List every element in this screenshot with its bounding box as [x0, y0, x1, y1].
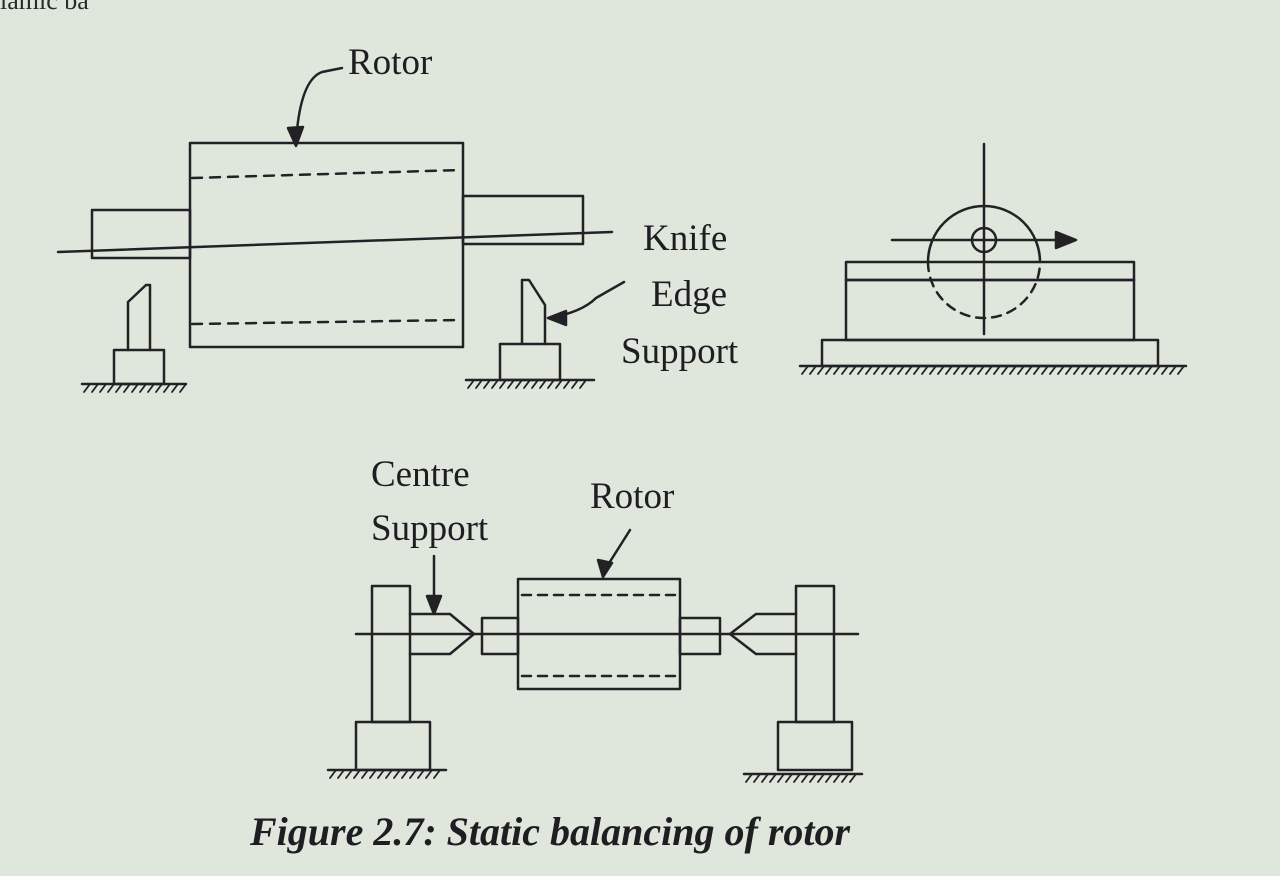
- shaft-axis-line: [56, 230, 614, 254]
- left-ground-hatch: [83, 383, 187, 393]
- left-journal-small: [480, 616, 520, 656]
- right-column-base: [776, 720, 854, 772]
- left-column: [370, 584, 412, 724]
- right-journal-small: [678, 616, 722, 656]
- rotor-hidden-line-bottom: [190, 318, 463, 326]
- end-view-rail: [844, 260, 1136, 282]
- rotor-hidden-line-top: [190, 168, 463, 180]
- knife-edge-arrowhead: [546, 309, 568, 327]
- end-view-base: [820, 338, 1160, 368]
- disc-upper-arc: [926, 204, 1042, 264]
- left-base-hatch: [329, 769, 441, 779]
- disc-lower-dashed-arc: [926, 260, 1042, 320]
- rotor-arrowhead: [286, 125, 305, 148]
- left-column-base: [354, 720, 432, 772]
- right-base-hatch: [745, 773, 857, 783]
- left-knife-edge: [126, 283, 152, 352]
- knife-edge-side-view: [56, 66, 626, 393]
- left-centre-point: [408, 612, 476, 656]
- label-knife: Knife: [643, 218, 727, 259]
- label-centre-support: Support: [371, 508, 489, 549]
- rotation-arrowhead: [1054, 230, 1078, 250]
- centre-support-arrowhead: [425, 594, 443, 616]
- bottom-rotor-arrowhead: [596, 558, 614, 579]
- end-view-block: [844, 278, 1136, 342]
- right-column: [794, 584, 836, 724]
- right-ground-hatch: [467, 379, 587, 389]
- right-knife-edge: [520, 278, 547, 346]
- end-view-ground-hatch: [801, 365, 1185, 375]
- left-pedestal: [112, 348, 166, 386]
- label-rotor-top: Rotor: [348, 42, 432, 83]
- cut-off-page-text: lamic ba: [0, 0, 89, 15]
- label-edge: Edge: [651, 274, 727, 315]
- right-pedestal: [498, 342, 562, 382]
- end-view: [798, 142, 1188, 375]
- label-centre: Centre: [371, 454, 470, 495]
- right-centre-point: [728, 612, 798, 656]
- centre-support-view: [326, 528, 864, 783]
- figure-caption: Figure 2.7: Static balancing of rotor: [250, 809, 851, 854]
- rotor-body: [188, 141, 465, 349]
- label-rotor-bottom: Rotor: [590, 476, 674, 517]
- rotor-pointer-line: [294, 66, 344, 144]
- label-support: Support: [621, 331, 739, 372]
